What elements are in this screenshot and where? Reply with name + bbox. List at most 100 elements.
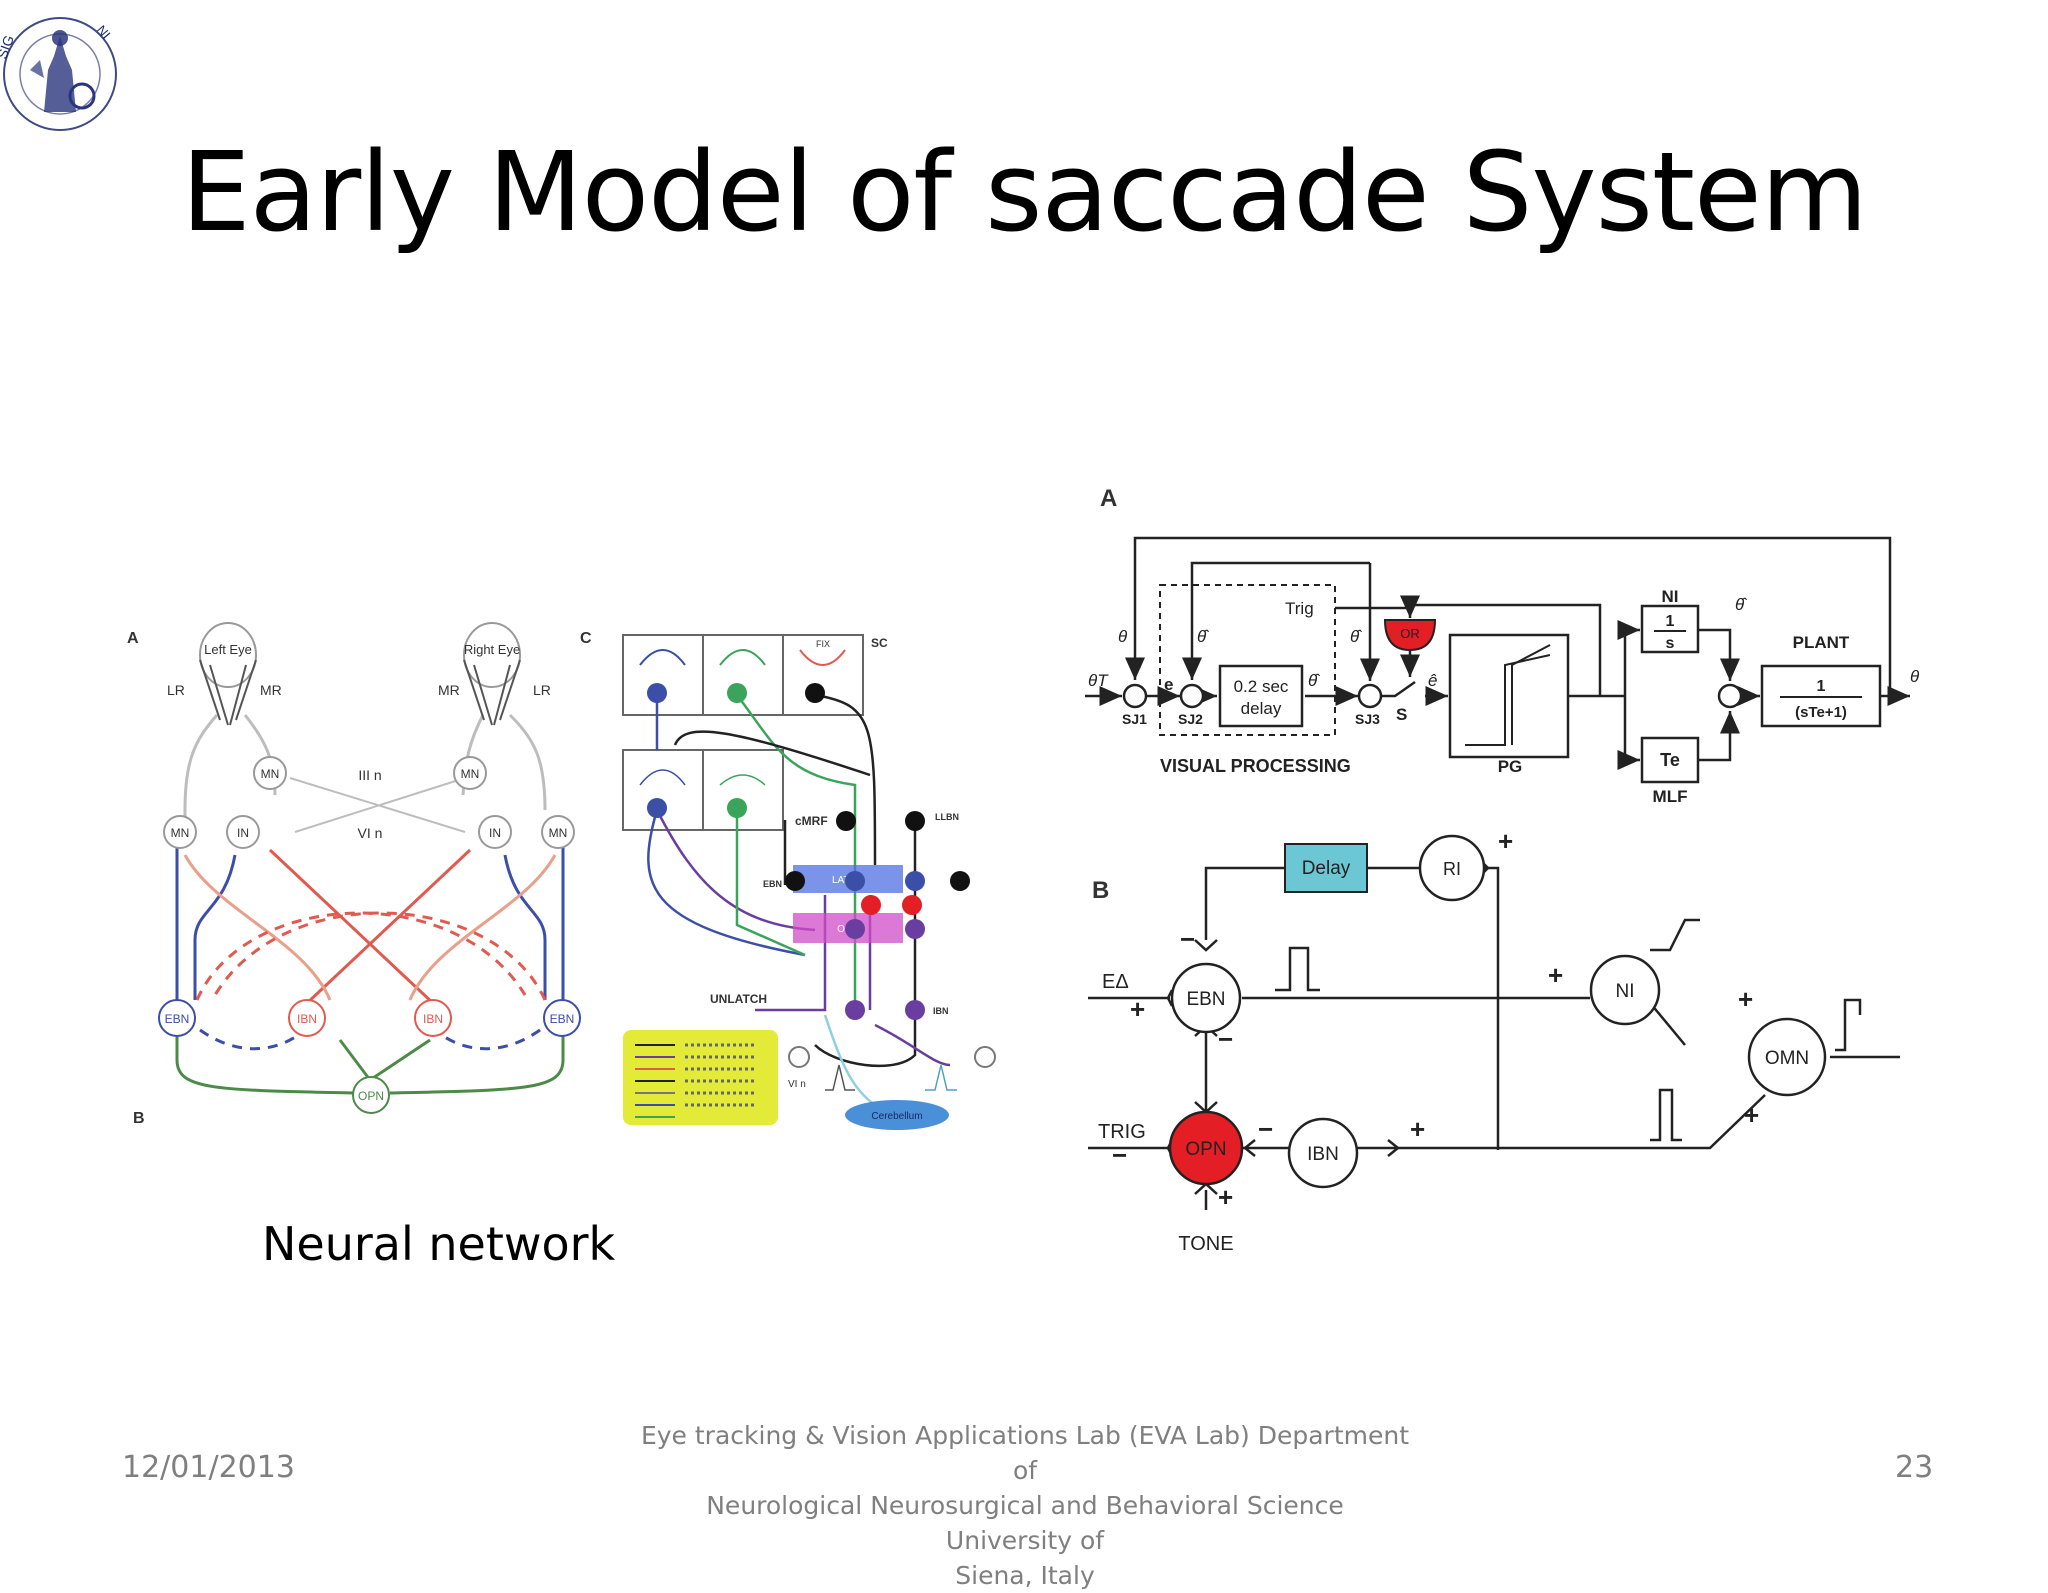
mn-node-left-top: MN — [261, 767, 280, 781]
ebn-node-label: EBN — [1186, 989, 1225, 1010]
left-figure-wiring — [175, 713, 565, 1095]
theta-hat-label-4: θ̂ — [1735, 595, 1747, 614]
sign-omn-bottom-plus: + — [1744, 1100, 1759, 1130]
opn-node: OPN — [358, 1089, 384, 1103]
ibn-node-right: IBN — [423, 1012, 443, 1026]
vi-n-middle-label: VI n — [788, 1079, 806, 1090]
ebn-node-left: EBN — [165, 1012, 190, 1026]
mn-node-right: MN — [549, 826, 568, 840]
pg-label: PG — [1498, 757, 1523, 776]
ni-block — [1640, 604, 1700, 654]
mn-node-left: MN — [171, 826, 190, 840]
s-label: S — [1396, 705, 1407, 724]
left-mr-label: MR — [260, 682, 282, 698]
sc-circuit-figure: FIX SC LATCH OPN cMRF LLBN EBN — [622, 634, 996, 1130]
right-eye-label: Right Eye — [464, 642, 520, 657]
sc-label: SC — [871, 636, 888, 650]
e-hat-label: ê — [1428, 671, 1437, 690]
llbn-label: LLBN — [935, 812, 959, 822]
ni-den: s — [1666, 635, 1675, 652]
ri-node — [1418, 834, 1486, 902]
mlf-label: MLF — [1653, 787, 1688, 806]
university-seal-logo: SIG NI — [0, 17, 117, 131]
or-label: OR — [1400, 626, 1420, 641]
footer-line-1: Eye tracking & Vision Applications Lab (… — [640, 1421, 1410, 1485]
ibn-node — [1287, 1117, 1359, 1189]
mn-node-right-top: MN — [461, 767, 480, 781]
sj3-junction — [1357, 683, 1383, 709]
figure-caption: Neural network — [262, 1217, 616, 1271]
delay-box-label: Delay — [1302, 858, 1351, 879]
theta-t-label: θT — [1088, 671, 1109, 690]
ni-label: NI — [1662, 587, 1679, 606]
sign-opn-left-minus: − — [1112, 1140, 1127, 1170]
pulse-generator-block — [1448, 633, 1570, 759]
left-lr-label: LR — [167, 682, 185, 698]
delay-block — [1218, 664, 1304, 728]
footer-date: 12/01/2013 — [122, 1450, 295, 1485]
footer-line-3: Siena, Italy — [955, 1561, 1095, 1590]
sign-ni-plus: + — [1548, 960, 1563, 990]
ri-label: RI — [1443, 859, 1461, 879]
svg-text:SIG: SIG — [0, 33, 17, 61]
ibn-node-label: IBN — [1307, 1144, 1339, 1165]
panel-b-label: B — [1092, 877, 1109, 904]
plant-label: PLANT — [1793, 633, 1850, 652]
or-gate — [1383, 619, 1437, 652]
iii-n-label: III n — [358, 767, 381, 783]
cerebellum-label: Cerebellum — [871, 1111, 922, 1122]
in-node-left: IN — [237, 826, 249, 840]
delay-line-2: delay — [1241, 699, 1282, 718]
sj2-label: SJ2 — [1178, 711, 1203, 727]
plant-den: (sTe+1) — [1795, 704, 1847, 721]
panel-a-label: A — [1100, 485, 1117, 512]
omn-node-label: OMN — [1765, 1048, 1809, 1069]
neural-network-figure: A B C Left Eye Right Eye LR MR MR LR III… — [127, 622, 592, 1127]
slide-title: Early Model of saccade System — [181, 128, 1868, 256]
te-block — [1640, 736, 1700, 784]
right-eye — [463, 622, 521, 688]
vi-n-label: VI n — [358, 825, 383, 841]
theta-output-label: θ — [1910, 667, 1920, 686]
ni-node — [1589, 954, 1661, 1026]
left-eye — [199, 622, 257, 688]
ebn-node — [1170, 962, 1242, 1034]
ni-num: 1 — [1666, 613, 1675, 630]
right-mr-label: MR — [438, 682, 460, 698]
legend-box — [623, 1030, 778, 1125]
sign-opn-bottom-plus: + — [1218, 1182, 1233, 1212]
ebn-label: EBN — [763, 879, 782, 889]
theta-hat-label-1: θ̂ — [1197, 627, 1209, 646]
opn-node — [1168, 1110, 1244, 1186]
in-node-right: IN — [489, 826, 501, 840]
e-label: e — [1164, 675, 1173, 694]
sign-ibn-plus: + — [1410, 1114, 1425, 1144]
right-lr-label: LR — [533, 682, 551, 698]
sign-ebn-top-minus: − — [1180, 924, 1195, 954]
saccade-block-diagram: A 0.2 sec delay OR 1 — [1085, 485, 1920, 1255]
visual-processing-label: VISUAL PROCESSING — [1160, 756, 1351, 776]
visual-processing-box — [1159, 584, 1336, 736]
cerebellum — [845, 1100, 949, 1130]
delay-box — [1284, 843, 1368, 893]
footer-affiliation: Eye tracking & Vision Applications Lab (… — [640, 1418, 1410, 1593]
theta-hat-label-3: θ̂ — [1308, 671, 1320, 690]
cmrf-label: cMRF — [795, 814, 828, 828]
panel-label-c: C — [580, 630, 592, 647]
sj1-junction — [1122, 683, 1148, 709]
e-delta-label: EΔ — [1102, 971, 1129, 993]
sj2-junction — [1179, 683, 1205, 709]
panel-label-b: B — [133, 1110, 145, 1127]
page-number: 23 — [1895, 1450, 1934, 1485]
delay-line-1: 0.2 sec — [1234, 677, 1289, 696]
opn-node-label: OPN — [1185, 1139, 1226, 1160]
sign-omn-top-plus: + — [1738, 984, 1753, 1014]
tone-label: TONE — [1178, 1233, 1233, 1255]
ebn-node-right: EBN — [550, 1012, 575, 1026]
ibn-node-left: IBN — [297, 1012, 317, 1026]
left-figure-nodes: MN MN MN IN IN MN EBN IBN IBN EBN OPN — [158, 756, 581, 1114]
theta-feedback-label: θ — [1118, 627, 1128, 646]
ni-node-label: NI — [1616, 981, 1635, 1002]
sj3-label: SJ3 — [1355, 711, 1380, 727]
plant-num: 1 — [1817, 678, 1826, 695]
